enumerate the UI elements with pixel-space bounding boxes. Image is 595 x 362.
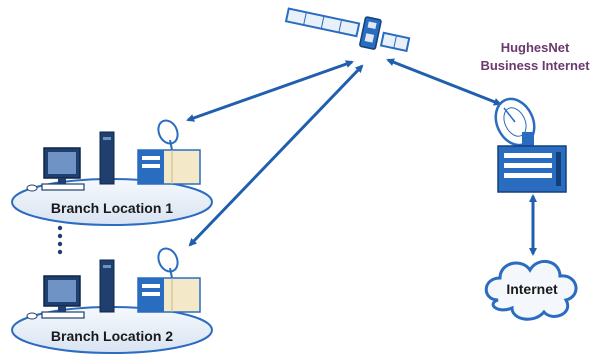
hughesnet-label-line1: HughesNet: [501, 40, 570, 55]
link-arrows: [186, 58, 537, 256]
tower-pc-icon: [99, 259, 115, 313]
internet-cloud-icon: [484, 260, 578, 321]
branch-dots: [57, 225, 63, 255]
branch-2-group: Branch Location 2: [11, 247, 213, 354]
hughesnet-label-line2: Business Internet: [480, 58, 590, 73]
computer-icon: [26, 147, 85, 192]
satellite-dish-icon: [157, 247, 179, 279]
arrow-satellite-branch2: [188, 64, 364, 247]
computer-icon: [26, 275, 85, 320]
branch-1-group: Branch Location 1: [11, 119, 213, 226]
branch-2-label: Branch Location 2: [51, 328, 173, 344]
branch-1-label: Branch Location 1: [51, 200, 173, 216]
modem-icon: [137, 277, 201, 313]
hub-server-icon: [497, 145, 567, 193]
modem-icon: [137, 149, 201, 185]
arrow-satellite-hughesnet: [386, 58, 502, 106]
satellite-dish-icon: [157, 119, 179, 151]
hub-dish-icon: [494, 97, 536, 148]
tower-pc-icon: [99, 131, 115, 185]
arrow-satellite-branch1: [186, 60, 354, 122]
satellite-icon: [284, 7, 411, 53]
internet-label: Internet: [506, 281, 558, 297]
